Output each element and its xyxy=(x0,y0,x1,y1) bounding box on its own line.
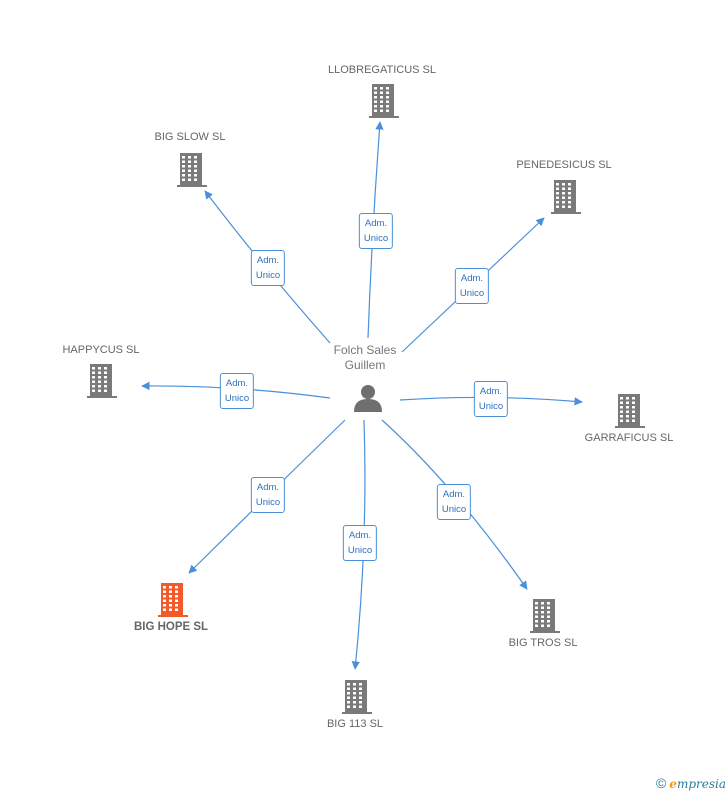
company-name-big-113[interactable]: BIG 113 SL xyxy=(326,718,384,730)
company-name-penedesicus[interactable]: PENEDESICUS SL xyxy=(516,159,612,171)
building-icon[interactable] xyxy=(176,152,208,193)
edge-label-llobregaticus[interactable]: Adm.Unico xyxy=(358,213,394,249)
center-name-line2: Guillem xyxy=(344,358,386,372)
center-person-name[interactable]: Folch Sales Guillem xyxy=(334,343,397,373)
company-name-big-hope[interactable]: BIG HOPE SL xyxy=(133,621,209,633)
company-name-llobregaticus[interactable]: LLOBREGATICUS SL xyxy=(328,64,436,76)
edge-label-happycus[interactable]: Adm.Unico xyxy=(219,373,255,409)
building-icon[interactable] xyxy=(86,363,118,404)
copyright-icon: © xyxy=(655,775,667,791)
company-name-big-slow[interactable]: BIG SLOW SL xyxy=(154,131,226,143)
building-icon[interactable] xyxy=(614,393,646,434)
center-name-line1: Folch Sales xyxy=(333,343,397,357)
brand-logo: empresia xyxy=(669,777,726,791)
company-name-happycus[interactable]: HAPPYCUS SL xyxy=(62,344,140,356)
edge-label-big-slow[interactable]: Adm.Unico xyxy=(250,250,286,286)
edge-label-big-hope[interactable]: Adm.Unico xyxy=(250,477,286,513)
edge-label-big-tros[interactable]: Adm.Unico xyxy=(436,484,472,520)
company-name-big-tros[interactable]: BIG TROS SL xyxy=(508,637,578,649)
company-name-garraficus[interactable]: GARRAFICUS SL xyxy=(584,432,674,444)
edge-label-big-113[interactable]: Adm.Unico xyxy=(342,525,378,561)
building-icon[interactable] xyxy=(550,179,582,220)
building-icon[interactable] xyxy=(157,582,189,623)
footer-brand[interactable]: ©empresia xyxy=(656,775,726,791)
person-icon[interactable] xyxy=(353,383,383,413)
edge-label-penedesicus[interactable]: Adm.Unico xyxy=(454,268,490,304)
building-icon[interactable] xyxy=(341,679,373,720)
building-icon[interactable] xyxy=(529,598,561,639)
building-icon[interactable] xyxy=(368,83,400,124)
edge-label-garraficus[interactable]: Adm.Unico xyxy=(473,381,509,417)
